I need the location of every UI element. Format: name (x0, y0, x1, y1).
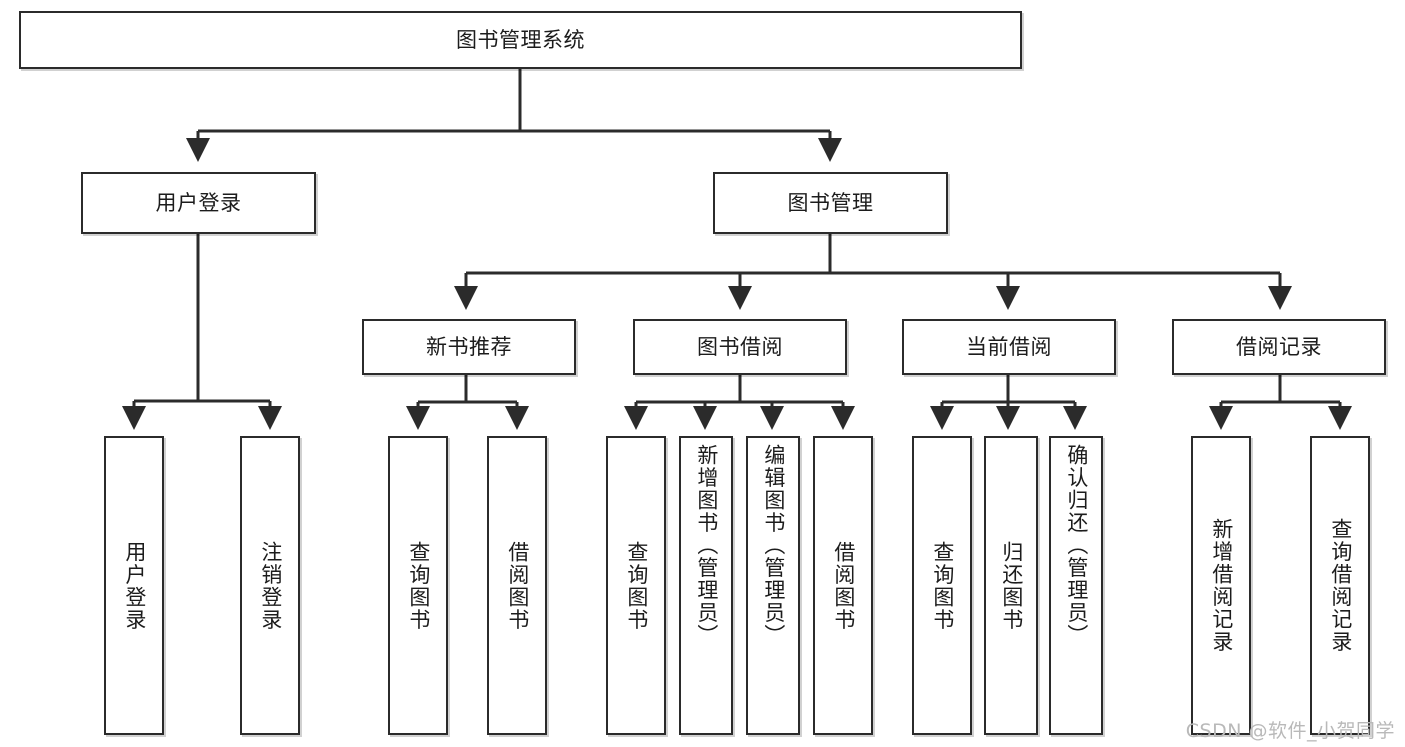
node-label: 查询图书 (624, 540, 649, 631)
node-label: 图书管理系统 (456, 27, 585, 52)
node-current-borrow[interactable]: 当前借阅 (902, 319, 1116, 375)
node-label: 用户登录 (155, 190, 242, 215)
node-leaf-query-borrow-record[interactable]: 查询借阅记录 (1310, 436, 1370, 735)
node-label: 图书借阅 (697, 334, 783, 359)
node-label: 用户登录 (122, 540, 147, 631)
node-new-book-recommendation[interactable]: 新书推荐 (362, 319, 576, 375)
node-label: 新增借阅记录 (1209, 518, 1234, 653)
node-leaf-add-borrow-record[interactable]: 新增借阅记录 (1191, 436, 1251, 735)
node-root-system[interactable]: 图书管理系统 (19, 11, 1022, 69)
node-label: 图书管理 (787, 190, 874, 215)
node-leaf-query-books-current[interactable]: 查询图书 (912, 436, 972, 735)
node-label: 借阅图书 (831, 540, 856, 631)
node-user-login[interactable]: 用户登录 (81, 172, 316, 234)
node-leaf-edit-book-admin[interactable]: 编辑图书（管理员） (746, 436, 800, 735)
node-leaf-query-books-borrow[interactable]: 查询图书 (606, 436, 666, 735)
node-label: 查询图书 (406, 540, 431, 631)
node-label: 编辑图书（管理员） (761, 444, 786, 647)
node-leaf-confirm-return-admin[interactable]: 确认归还（管理员） (1049, 436, 1103, 735)
node-borrow-records[interactable]: 借阅记录 (1172, 319, 1386, 375)
node-leaf-borrow-books-new[interactable]: 借阅图书 (487, 436, 547, 735)
node-label: 查询图书 (930, 540, 955, 631)
node-label: 借阅图书 (505, 540, 530, 631)
node-label: 查询借阅记录 (1328, 518, 1353, 653)
node-label: 注销登录 (258, 540, 283, 631)
node-leaf-add-book-admin[interactable]: 新增图书（管理员） (679, 436, 733, 735)
node-leaf-query-books-new[interactable]: 查询图书 (388, 436, 448, 735)
node-label: 归还图书 (999, 540, 1024, 631)
node-label: 新增图书（管理员） (694, 444, 719, 647)
node-book-management[interactable]: 图书管理 (713, 172, 948, 234)
node-leaf-return-books[interactable]: 归还图书 (984, 436, 1038, 735)
node-leaf-borrow-books[interactable]: 借阅图书 (813, 436, 873, 735)
node-book-borrow[interactable]: 图书借阅 (633, 319, 847, 375)
node-leaf-user-login[interactable]: 用户登录 (104, 436, 164, 735)
node-label: 确认归还（管理员） (1064, 444, 1089, 647)
node-leaf-logout[interactable]: 注销登录 (240, 436, 300, 735)
node-label: 新书推荐 (426, 334, 512, 359)
node-label: 借阅记录 (1236, 334, 1322, 359)
csdn-watermark: CSDN @软件_小贺同学 (1185, 720, 1395, 742)
node-label: 当前借阅 (966, 334, 1052, 359)
